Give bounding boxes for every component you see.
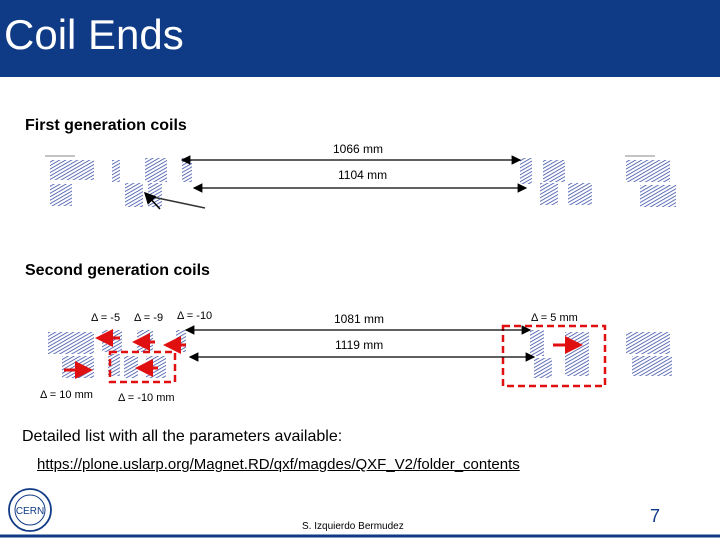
second-generation-heading: Second generation coils	[25, 262, 210, 279]
slide-header	[0, 0, 720, 77]
second-dim-inner-label: 1119 mm	[335, 338, 384, 352]
delta-right-label: Δ = 5 mm	[531, 312, 578, 324]
shift-arrows	[64, 329, 583, 379]
first-gen-left-coil-end	[45, 155, 206, 210]
folder-contents-link[interactable]: https://plone.uslarp.org/Magnet.RD/qxf/m…	[37, 456, 520, 473]
page-number: 7	[650, 506, 661, 526]
second-gen-right-coil-end	[501, 324, 672, 388]
details-text: Detailed list with all the parameters av…	[22, 428, 343, 445]
slide-title: Coil Ends	[4, 11, 184, 58]
delta-bottom-mid-label: Δ = -10 mm	[118, 392, 175, 404]
delta-bottom-left-label: Δ = 10 mm	[40, 389, 93, 401]
cern-logo-text: CERN	[16, 506, 44, 517]
first-dim-inner-label: 1104 mm	[338, 168, 388, 182]
second-dim-outer-label: 1081 mm	[334, 312, 385, 326]
first-generation-heading: First generation coils	[25, 117, 187, 134]
delta-a-label: Δ = -5	[91, 312, 121, 324]
delta-c-label: Δ = -10	[177, 310, 213, 322]
delta-b-label: Δ = -9	[134, 312, 164, 324]
cern-logo: CERN	[8, 488, 52, 532]
author-label: S. Izquierdo Bermudez	[302, 521, 404, 532]
highlight-box-left	[108, 350, 177, 384]
highlight-box-right	[501, 324, 607, 388]
first-dim-outer-label: 1066 mm	[333, 142, 384, 156]
first-gen-right-coil-end	[520, 155, 676, 207]
